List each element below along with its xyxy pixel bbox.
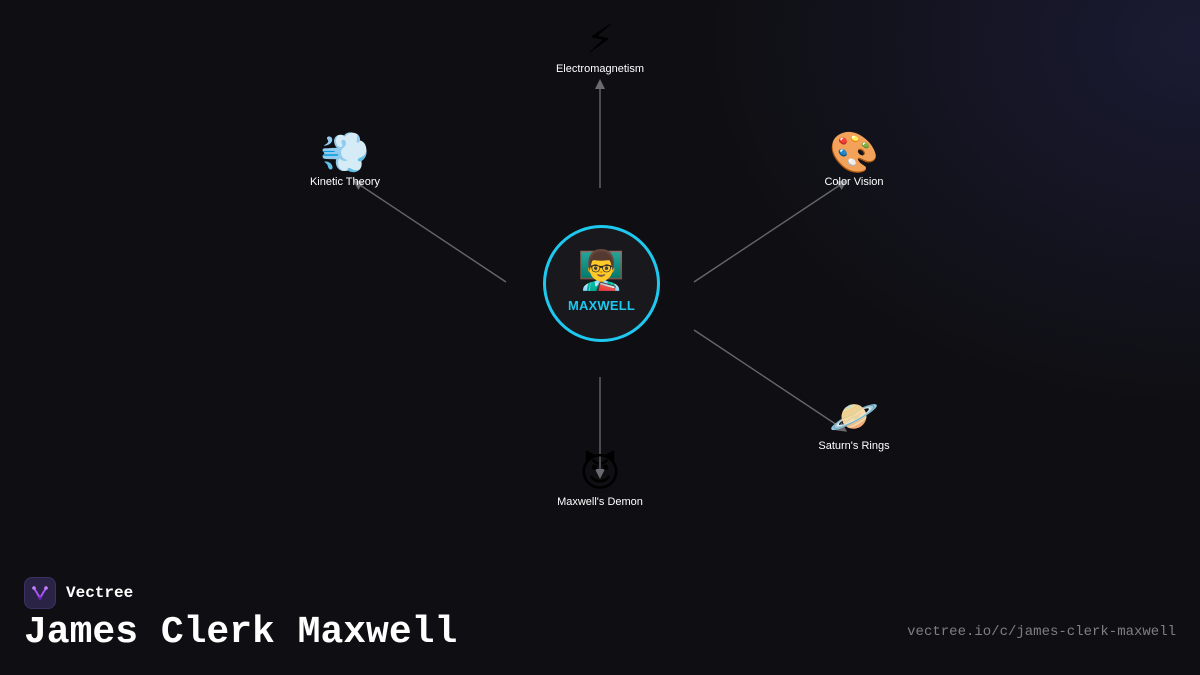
node-saturns-rings[interactable]: 🪐 Saturn's Rings: [774, 393, 934, 452]
center-node-label: MAXWELL: [567, 298, 636, 313]
edge-kinetic-theory: [352, 180, 507, 283]
dash-wind-icon: 💨: [320, 131, 370, 175]
brand[interactable]: Vectree: [24, 577, 133, 609]
node-label-maxwells-demon: Maxwell's Demon: [557, 496, 643, 508]
node-label-electromagnetism: Electromagnetism: [555, 63, 645, 75]
node-label-kinetic-theory: Kinetic Theory: [309, 176, 381, 188]
node-label-saturns-rings: Saturn's Rings: [818, 440, 890, 452]
node-kinetic-theory[interactable]: 💨 Kinetic Theory: [265, 129, 425, 188]
vectree-logo-icon: [24, 577, 56, 609]
palette-icon: 🎨: [829, 131, 879, 175]
brand-name: Vectree: [66, 584, 134, 602]
node-maxwells-demon[interactable]: 😈 Maxwell's Demon: [520, 449, 680, 508]
edge-saturns-rings: [693, 329, 848, 432]
devil-face-icon: 😈: [579, 451, 621, 495]
node-color-vision[interactable]: 🎨 Color Vision: [774, 129, 934, 188]
lightning-icon: ⚡: [585, 18, 615, 62]
page-title: James Clerk Maxwell: [24, 611, 458, 654]
node-label-color-vision: Color Vision: [824, 176, 884, 188]
node-electromagnetism[interactable]: ⚡ Electromagnetism: [520, 16, 680, 75]
ringed-planet-icon: 🪐: [829, 395, 879, 439]
teacher-icon: 👨‍🏫: [577, 250, 626, 292]
edge-color-vision: [693, 180, 848, 283]
center-node-maxwell[interactable]: 👨‍🏫 MAXWELL: [543, 225, 660, 342]
page-url[interactable]: vectree.io/c/james-clerk-maxwell: [907, 624, 1176, 640]
